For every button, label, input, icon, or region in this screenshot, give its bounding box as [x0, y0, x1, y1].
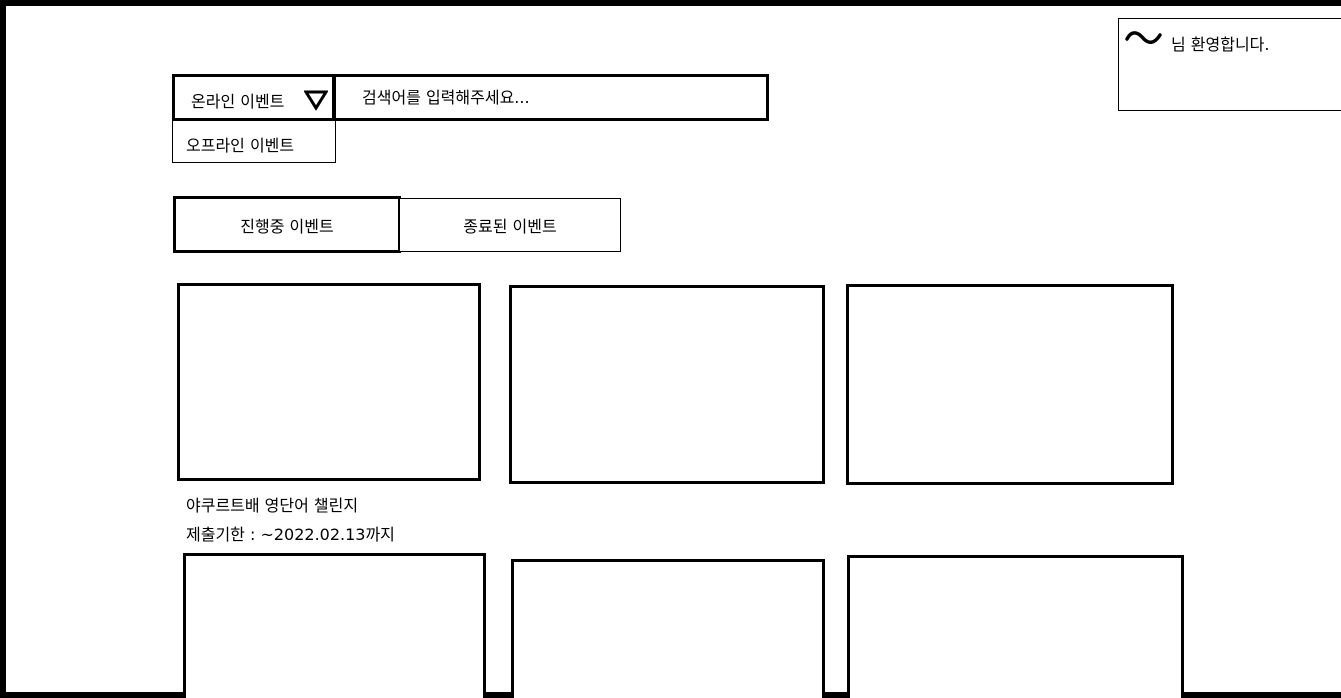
event-card-thumbnail[interactable] [846, 284, 1174, 485]
tab-label: 진행중 이벤트 [240, 217, 334, 236]
event-card-thumbnail[interactable] [183, 553, 486, 698]
category-dropdown[interactable]: 온라인 이벤트 [172, 74, 335, 121]
tab-ended-events[interactable]: 종료된 이벤트 [399, 198, 621, 252]
event-card-deadline: 제출기한 : ~2022.02.13까지 [186, 525, 395, 544]
tab-label: 종료된 이벤트 [463, 217, 557, 236]
triangle-down-icon[interactable] [304, 89, 328, 111]
category-selected-label: 온라인 이벤트 [191, 92, 285, 111]
search-box [333, 74, 769, 121]
welcome-text: 님 환영합니다. [1171, 35, 1270, 54]
event-card-thumbnail[interactable] [509, 285, 825, 484]
event-card-thumbnail[interactable] [177, 283, 481, 481]
event-card-thumbnail[interactable] [511, 559, 825, 698]
user-avatar-icon [1125, 31, 1162, 44]
search-input[interactable] [336, 77, 766, 118]
event-card-thumbnail[interactable] [847, 555, 1184, 698]
user-welcome-box: 님 환영합니다. [1118, 18, 1341, 111]
category-option-label: 오프라인 이벤트 [186, 136, 295, 155]
tab-ongoing-events[interactable]: 진행중 이벤트 [173, 196, 401, 253]
event-card-title[interactable]: 야쿠르트배 영단어 챌린지 [186, 496, 359, 515]
category-option-offline[interactable]: 오프라인 이벤트 [172, 120, 336, 163]
